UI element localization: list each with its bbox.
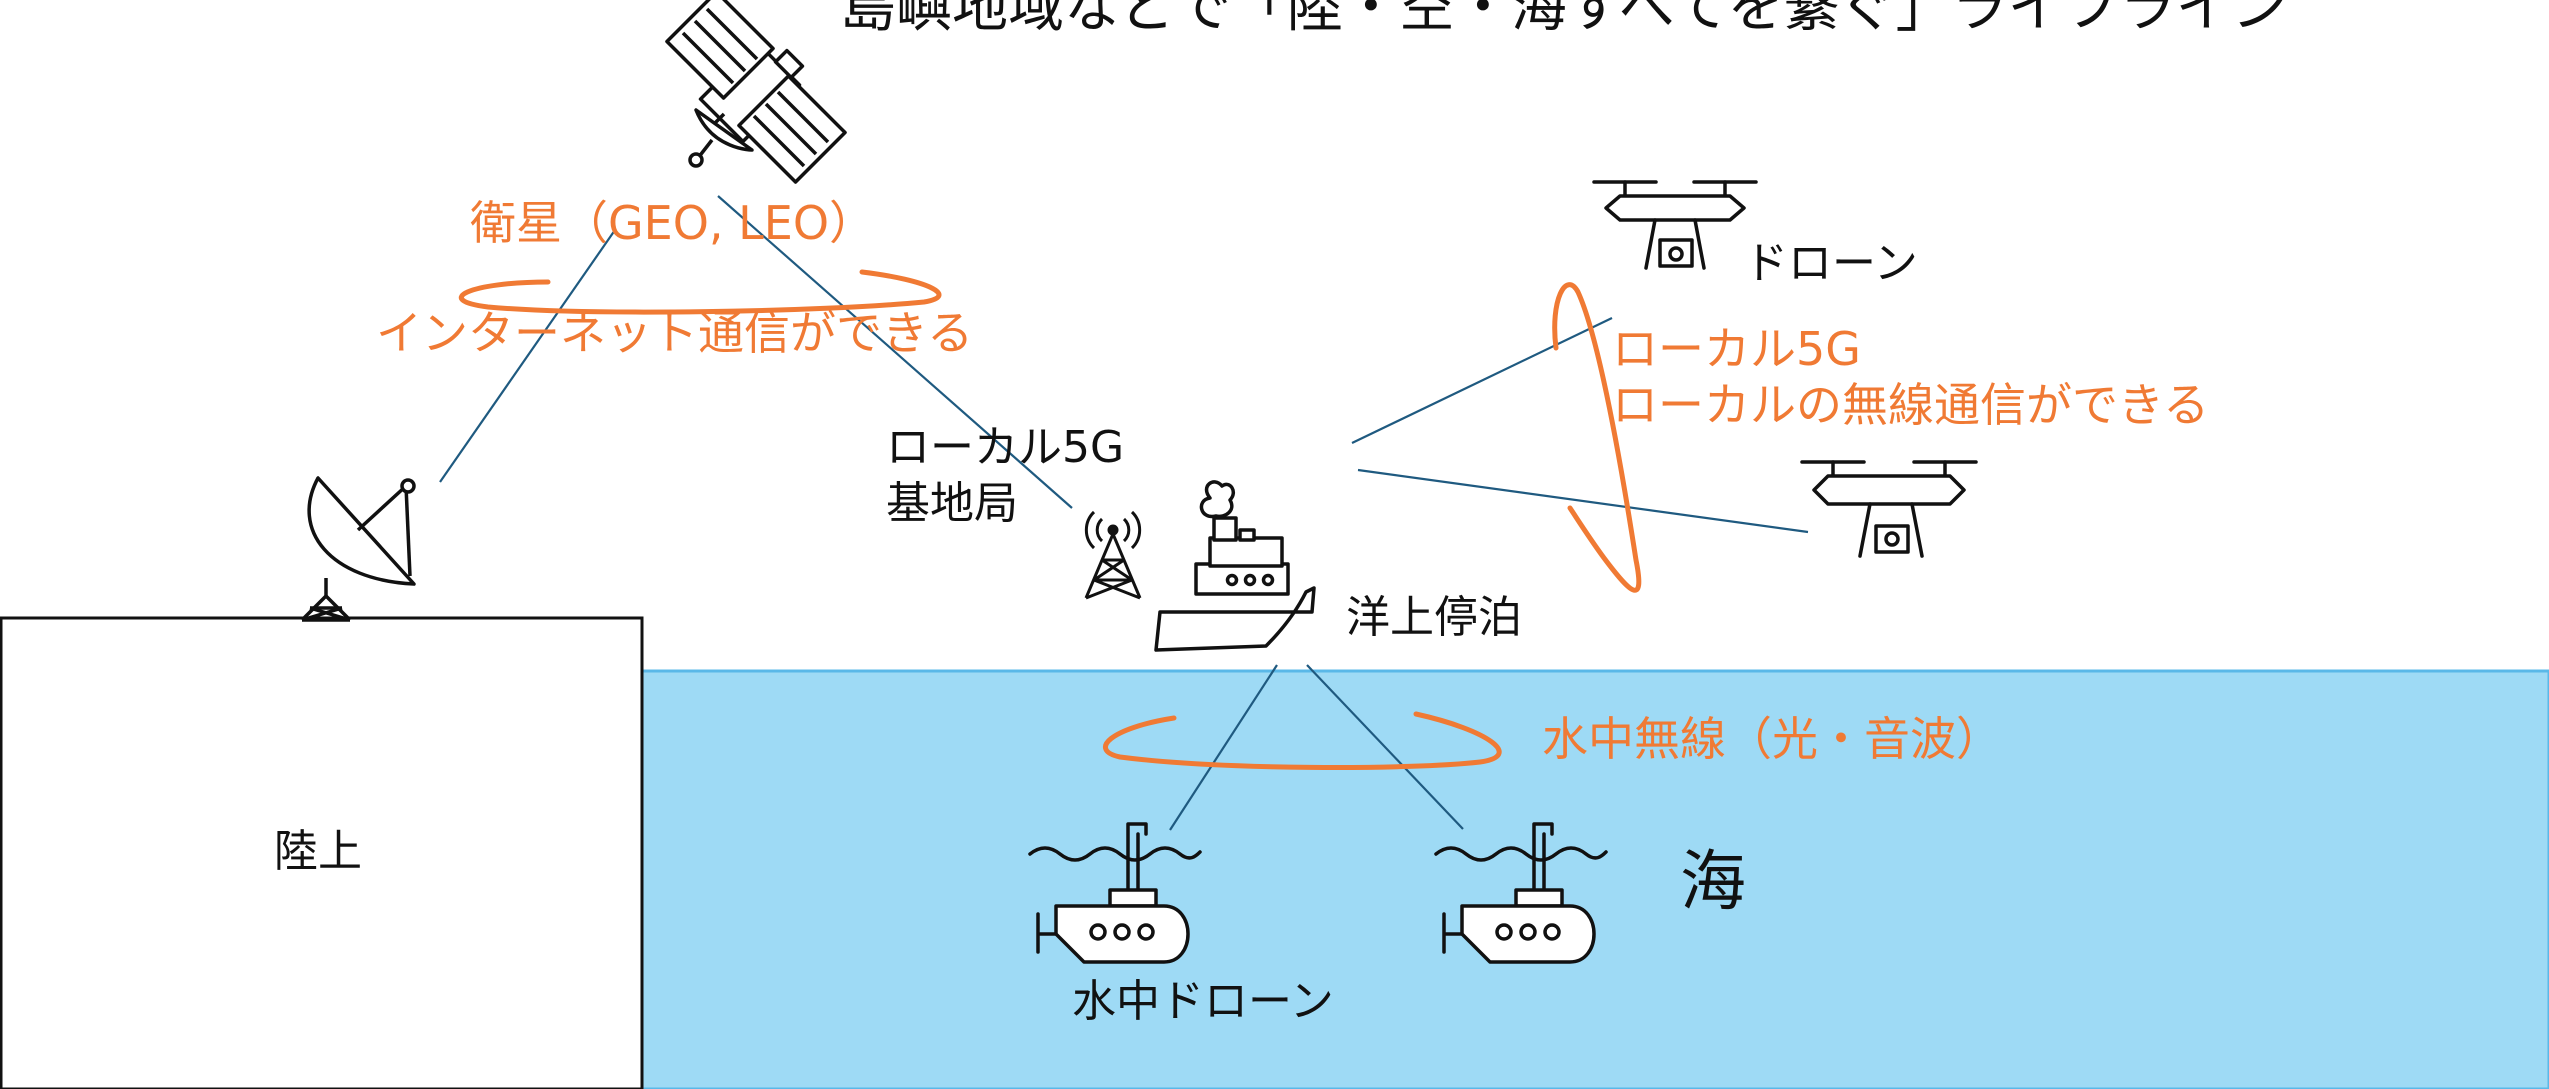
local5g-annotation-line1: ローカル5G (1612, 322, 1861, 376)
satellite-icon (665, 0, 847, 184)
antenna-tower-icon (1084, 510, 1142, 600)
drone-icon (1592, 180, 1758, 270)
satellite-annotation-line1: 衛星（GEO, LEO） (470, 196, 876, 250)
ground-antenna-icon (300, 476, 416, 622)
link-satellite-base-station (717, 195, 1073, 509)
submarine-icon (1028, 822, 1202, 964)
underwater-drone-label: 水中ドローン (1072, 976, 1334, 1027)
link-satellite-ground (439, 229, 616, 483)
submarine-icon (1434, 822, 1608, 964)
link-ship-drone-lower (1357, 468, 1809, 534)
sea-label: 海 (1680, 843, 1746, 920)
drone-label: ドローン (1744, 238, 1918, 289)
land-box (0, 616, 644, 1089)
land-label: 陸上 (274, 826, 362, 877)
ship-icon (1154, 480, 1316, 652)
ship-label: 洋上停泊 (1346, 592, 1522, 643)
local5g-annotation-line2: ローカルの無線通信ができる (1612, 378, 2210, 432)
base-station-label-line2: 基地局 (886, 478, 1018, 529)
sea-area (640, 669, 2549, 1089)
underwater-loop (1103, 711, 1502, 770)
drone-icon (1800, 460, 1978, 558)
local5g-loop (1552, 282, 1642, 593)
link-lines (439, 195, 1809, 831)
link-ship-drone-upper (1351, 317, 1613, 444)
link-ship-submarine-left (1169, 664, 1278, 831)
annotation-loops (459, 269, 1642, 770)
satellite-annotation-line2: インターネット通信ができる (376, 306, 974, 360)
satellite-loop (459, 269, 942, 315)
page-title: 島嶼地域などで「陸・空・海すべてを繋ぐ」ライフライン (840, 0, 2288, 40)
underwater-annotation: 水中無線（光・音波） (1542, 712, 2002, 766)
link-ship-submarine-right (1306, 664, 1464, 830)
base-station-label-line1: ローカル5G (886, 422, 1125, 473)
